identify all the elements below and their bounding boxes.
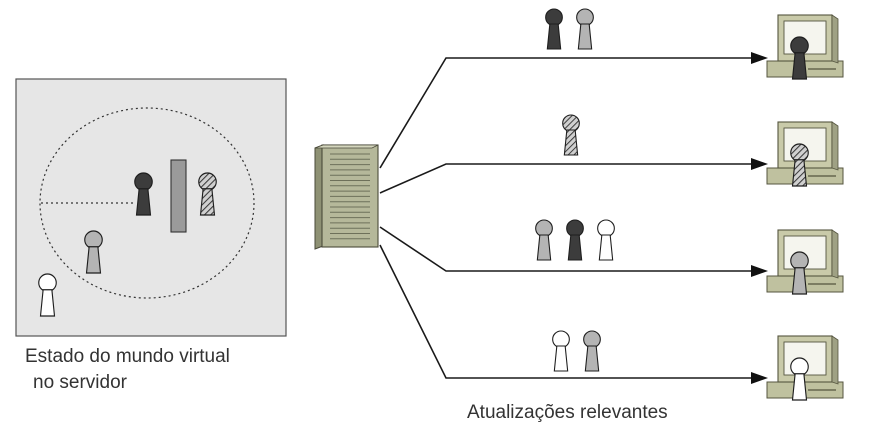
update-avatar-group <box>562 114 580 156</box>
area-of-interest <box>39 107 255 299</box>
server-vents <box>330 153 370 240</box>
clients <box>766 14 844 401</box>
avatar-light-icon <box>552 330 570 372</box>
monitor-side <box>831 335 839 385</box>
server-top <box>314 144 379 149</box>
connection-line <box>379 244 755 379</box>
world-state-caption-line2: no servidor <box>33 372 128 393</box>
connection-line <box>379 163 755 194</box>
wall <box>170 159 187 233</box>
avatar-gray-icon <box>576 8 594 50</box>
avatar-gray-icon <box>535 219 553 261</box>
desktop-computer-icon <box>766 14 844 80</box>
desktop-computer-icon <box>766 335 844 401</box>
connections <box>379 52 768 384</box>
monitor-side <box>831 229 839 279</box>
update-groups <box>535 8 615 372</box>
server-icon <box>314 144 379 250</box>
arrowhead <box>751 52 768 64</box>
world-panel-background <box>15 78 287 337</box>
desktop-computer-icon <box>766 121 844 187</box>
update-avatar-group <box>535 219 615 261</box>
arrowhead <box>751 158 768 170</box>
arrowhead <box>751 265 768 277</box>
arrowhead <box>751 372 768 384</box>
monitor-side <box>831 14 839 64</box>
updates-caption: Atualizações relevantes <box>467 402 668 423</box>
world-state-caption-line1: Estado do mundo virtual <box>25 346 230 367</box>
avatar-gray-icon <box>583 330 601 372</box>
avatar-dark-icon <box>566 219 584 261</box>
avatar-hatched-icon <box>562 114 580 156</box>
connection-line <box>379 57 755 169</box>
connection-line <box>379 226 755 272</box>
avatar-light-icon <box>597 219 615 261</box>
desktop-computer-icon <box>766 229 844 295</box>
world-state-panel <box>15 78 287 337</box>
update-avatar-group <box>552 330 601 372</box>
update-avatar-group <box>545 8 594 50</box>
monitor-side <box>831 121 839 171</box>
avatar-dark-icon <box>545 8 563 50</box>
